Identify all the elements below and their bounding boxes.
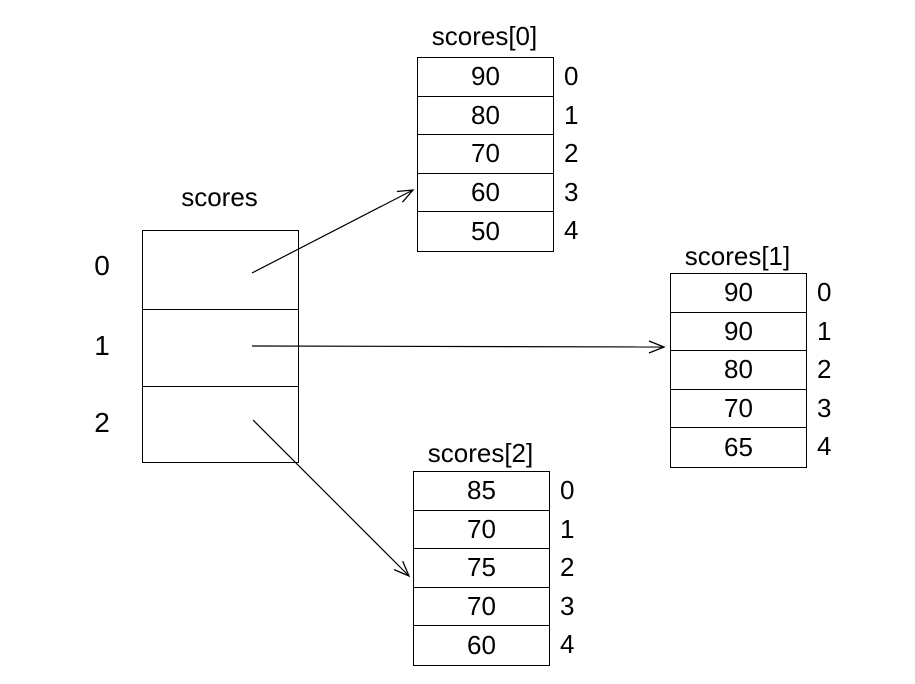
array-cell-value: 70: [414, 588, 549, 627]
array-index-label: 2: [560, 552, 575, 583]
array-index-label: 3: [560, 590, 575, 621]
pointer-index-label: 1: [94, 330, 110, 361]
pointer-cell-2: [143, 387, 298, 462]
array-index-label: 0: [564, 61, 579, 91]
array-index-label: 3: [564, 176, 579, 207]
array-box: 85 70 75 70 60: [413, 471, 550, 666]
pointer-cell-1: [143, 310, 298, 387]
arrow-to-scores-1: [251, 340, 666, 354]
array-title: scores[2]: [427, 438, 534, 468]
array-cell-value: 80: [671, 351, 806, 390]
array-index-label: 3: [817, 392, 832, 423]
pointer-array: scores 0 1 2: [94, 182, 299, 463]
array-cell-value: 90: [418, 58, 553, 97]
array-cell-value: 60: [418, 174, 553, 213]
array-box: 90 90 80 70 65: [670, 273, 807, 468]
array-index-column: 0 1 2 3 4: [564, 57, 604, 250]
array-index-label: 0: [560, 475, 575, 505]
array-index-label: 4: [560, 629, 575, 660]
array-cell-value: 75: [414, 549, 549, 588]
array-cell-value: 70: [414, 511, 549, 550]
array-cell-value: 50: [471, 216, 500, 247]
array-cell-value: 60: [467, 630, 496, 661]
array-index-column: 0 1 2 3 4: [817, 273, 857, 466]
pointer-array-box: [142, 230, 299, 463]
pointer-array-title: scores: [181, 182, 258, 212]
array-title: scores[0]: [431, 21, 538, 51]
array-cell-value: 65: [724, 432, 753, 463]
array-cell-value: 70: [671, 390, 806, 429]
array-index-label: 1: [817, 315, 832, 346]
array-index-label: 1: [560, 513, 575, 544]
array-cell-value: 80: [418, 97, 553, 136]
array-index-label: 2: [564, 138, 579, 169]
pointer-cell-0: [143, 231, 298, 310]
array-index-label: 4: [817, 431, 832, 462]
array-index-column: 0 1 2 3 4: [560, 471, 600, 664]
array-cell-value: 90: [671, 274, 806, 313]
array-index-label: 0: [817, 277, 832, 307]
array-index-label: 2: [817, 354, 832, 385]
array-cell-value: 85: [414, 472, 549, 511]
pointer-index-label: 2: [94, 407, 110, 438]
array-cell-value: 70: [418, 135, 553, 174]
array-index-label: 4: [564, 215, 579, 246]
array-index-label: 1: [564, 99, 579, 130]
array-box: 90 80 70 60 50: [417, 57, 554, 252]
array-title: scores[1]: [684, 241, 791, 271]
pointer-index-label: 0: [94, 250, 110, 281]
array-cell-value: 90: [671, 313, 806, 352]
